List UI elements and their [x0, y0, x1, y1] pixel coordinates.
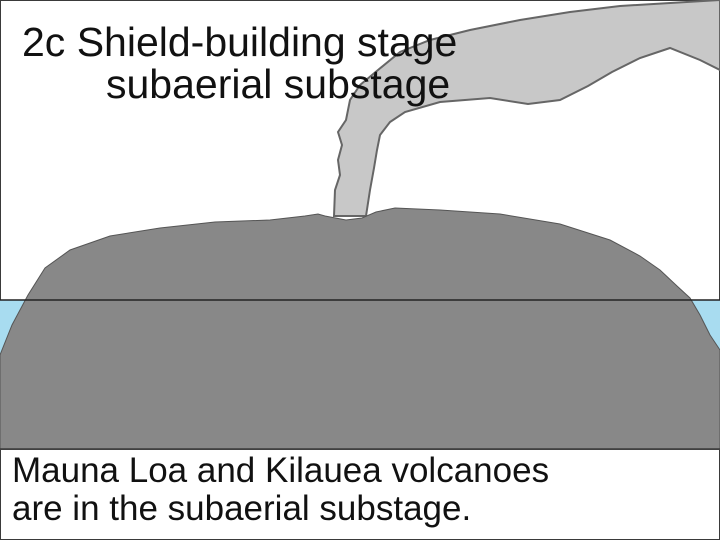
title-line-1: 2c Shield-building stage: [22, 19, 458, 65]
title-line-2: subaerial substage: [106, 61, 451, 107]
volcano-diagram: [0, 0, 720, 450]
caption-line-2: are in the subaerial substage.: [12, 489, 472, 528]
volcano-shield: [0, 207, 720, 450]
caption-line-1: Mauna Loa and Kilauea volcanoes: [12, 451, 550, 490]
caption: Mauna Loa and Kilauea volcanoes are in t…: [12, 452, 712, 528]
eruption-plume: [332, 0, 720, 217]
